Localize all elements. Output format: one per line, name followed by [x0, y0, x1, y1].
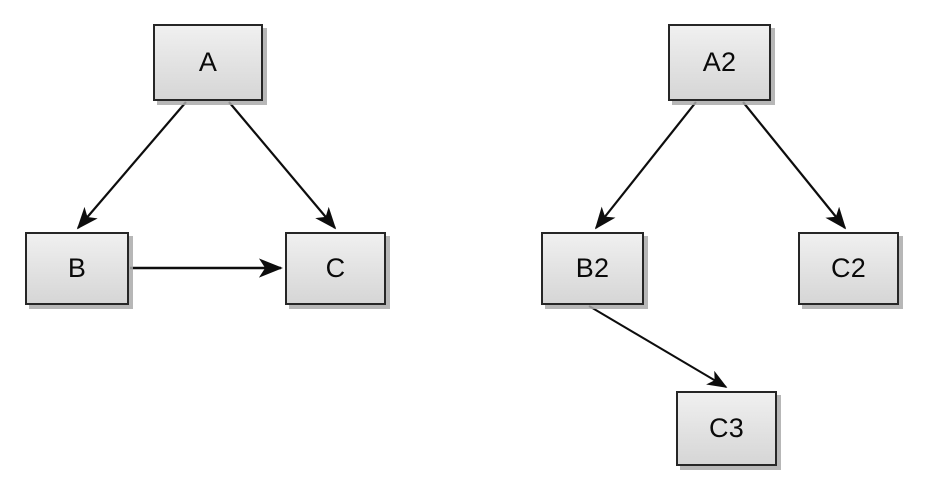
edge-a2-to-c2[interactable] [742, 101, 847, 230]
node-b-label: B [67, 253, 87, 283]
node-c3[interactable]: C3 [676, 391, 777, 466]
node-a2[interactable]: A2 [668, 24, 771, 101]
edge-b2-to-c3[interactable] [588, 305, 728, 388]
node-c3-label: C3 [708, 413, 745, 443]
node-c2[interactable]: C2 [798, 232, 899, 305]
node-a2-label: A2 [702, 47, 737, 77]
node-c[interactable]: C [285, 232, 386, 305]
node-a-label: A [198, 47, 218, 77]
node-b[interactable]: B [25, 232, 129, 305]
node-c2-label: C2 [830, 253, 867, 283]
node-b2[interactable]: B2 [541, 232, 644, 305]
node-b2-label: B2 [575, 253, 610, 283]
node-c-label: C [325, 253, 346, 283]
edge-a-to-b[interactable] [76, 101, 187, 230]
edge-a-to-c[interactable] [228, 101, 337, 230]
edge-a2-to-b2[interactable] [594, 101, 697, 230]
node-a[interactable]: A [153, 24, 263, 101]
